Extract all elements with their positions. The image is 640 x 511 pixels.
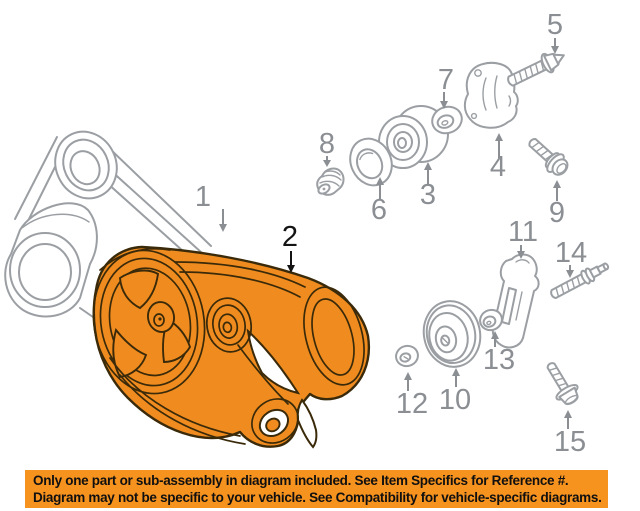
svg-text:6: 6 [371, 194, 387, 226]
svg-text:9: 9 [549, 197, 565, 229]
svg-text:7: 7 [438, 64, 454, 96]
disclaimer-line-1: Only one part or sub-assembly in diagram… [33, 473, 569, 488]
svg-text:10: 10 [439, 384, 471, 416]
svg-text:15: 15 [554, 426, 586, 458]
svg-text:5: 5 [547, 9, 563, 41]
part-label-8: 8 [319, 128, 335, 167]
part-6-washer [349, 137, 393, 187]
part-9-bolt [528, 137, 569, 176]
disclaimer-banner: Only one part or sub-assembly in diagram… [25, 470, 608, 508]
svg-text:11: 11 [508, 216, 538, 248]
part-label-2: 2 [282, 221, 298, 273]
part-label-12: 12 [396, 372, 428, 420]
part-label-6: 6 [371, 177, 387, 226]
part-1-belt [4, 130, 212, 353]
part-4-bracket [463, 61, 519, 129]
svg-text:4: 4 [490, 151, 506, 183]
part-5-bolt [507, 52, 565, 87]
part-8-nut [316, 167, 345, 196]
part-label-1: 1 [195, 181, 227, 232]
part-label-7: 7 [438, 64, 454, 109]
svg-text:2: 2 [282, 221, 298, 253]
part-7-washer [431, 105, 463, 135]
part-label-14: 14 [555, 237, 587, 278]
svg-text:1: 1 [195, 181, 211, 213]
part-label-4: 4 [490, 133, 506, 183]
part-11-bracket [491, 253, 540, 349]
svg-text:3: 3 [420, 179, 436, 211]
part-15-bolt [546, 362, 579, 406]
part-2-serpentine-belt-highlighted [92, 245, 371, 449]
parts-diagram-canvas: 1 2 3 4 5 6 7 8 9 10 [4, 9, 610, 458]
part-13-spacer [479, 308, 503, 332]
part-10-pulley [422, 300, 482, 368]
part-label-3: 3 [420, 162, 436, 211]
part-label-11: 11 [508, 216, 538, 259]
svg-text:13: 13 [483, 344, 515, 376]
svg-text:12: 12 [396, 388, 428, 420]
part-label-5: 5 [547, 9, 563, 54]
part-label-9: 9 [549, 180, 565, 229]
part-label-10: 10 [439, 368, 471, 416]
part-label-15: 15 [554, 410, 586, 458]
disclaimer-line-2: Diagram may not be specific to your vehi… [33, 490, 602, 505]
svg-text:8: 8 [319, 128, 335, 160]
part-12-washer [395, 344, 419, 368]
part-14-bolt [550, 262, 610, 300]
part-label-13: 13 [483, 331, 515, 376]
svg-text:14: 14 [555, 237, 587, 269]
